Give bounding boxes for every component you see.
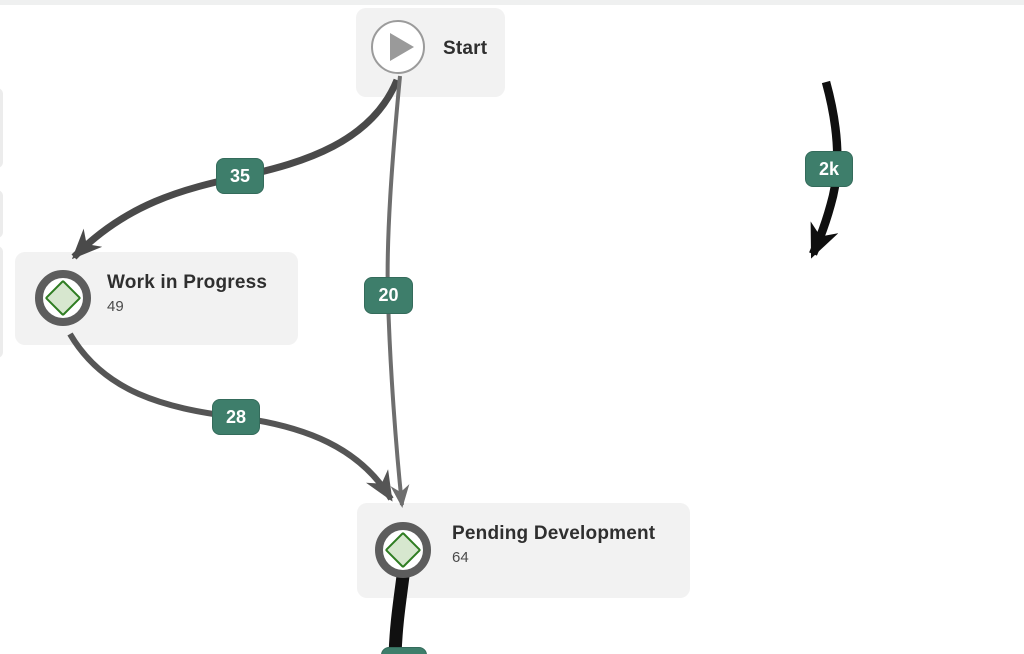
status-diamond-icon — [44, 279, 82, 317]
node-work-in-progress-count: 49 — [107, 297, 124, 315]
work-in-progress-circle[interactable] — [35, 270, 91, 326]
start-node-circle[interactable] — [371, 20, 425, 74]
status-diamond-icon — [384, 531, 422, 569]
offscreen-node-sliver — [0, 88, 3, 168]
node-pending-development-count: 64 — [452, 548, 469, 566]
edge-badge-bottom-clipped[interactable] — [381, 647, 427, 654]
edge-badge-35[interactable]: 35 — [216, 158, 264, 194]
top-border-strip — [0, 0, 1024, 5]
edge-badge-28[interactable]: 28 — [212, 399, 260, 435]
offscreen-node-sliver — [0, 246, 3, 358]
node-work-in-progress-label: Work in Progress — [107, 272, 268, 293]
edge-badge-20[interactable]: 20 — [364, 277, 413, 314]
node-pending-development-label: Pending Development — [452, 523, 656, 544]
offscreen-node-sliver — [0, 190, 3, 238]
play-icon — [390, 33, 414, 61]
edge-badge-2k[interactable]: 2k — [805, 151, 853, 187]
node-start-label: Start — [443, 38, 488, 59]
pending-development-circle[interactable] — [375, 522, 431, 578]
